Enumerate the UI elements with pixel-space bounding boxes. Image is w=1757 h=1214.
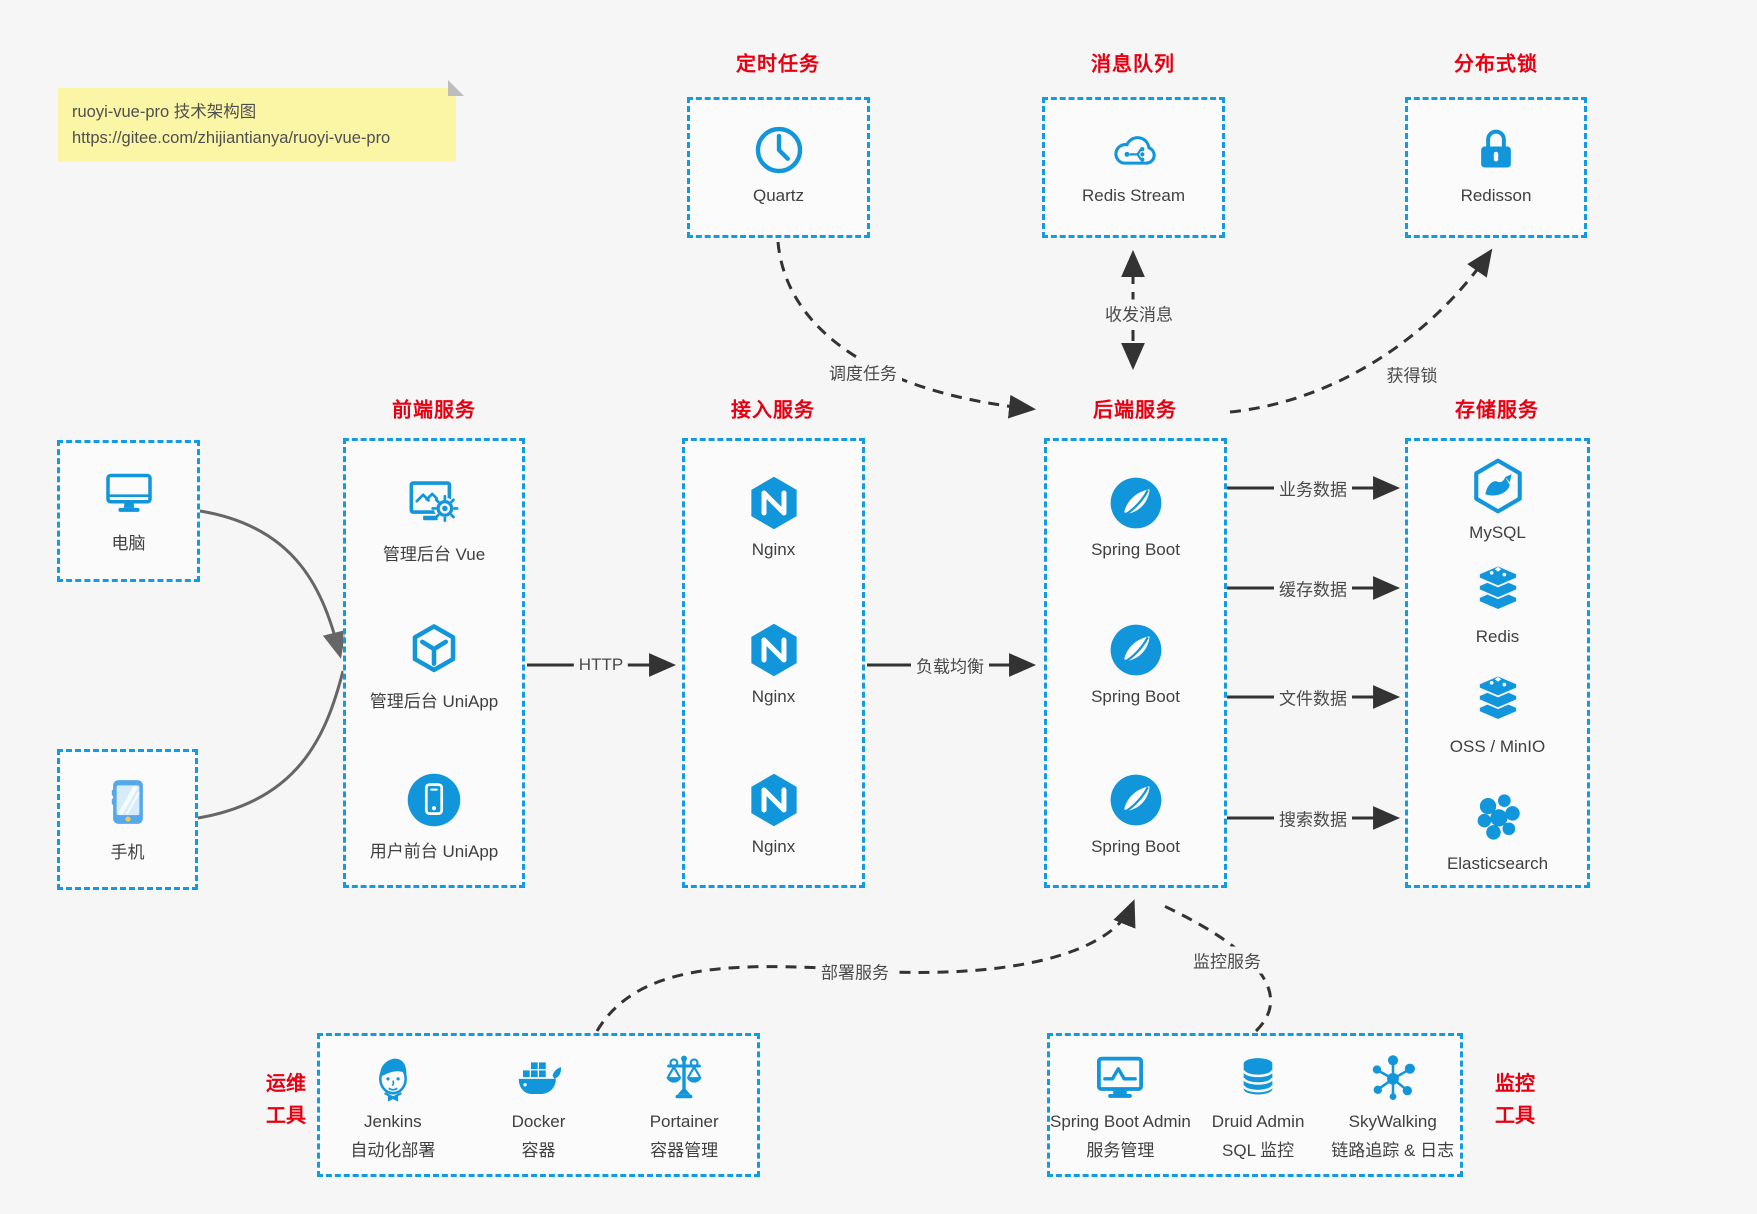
business-data-label: 业务数据 xyxy=(1274,474,1352,502)
springboot-label: Spring Boot xyxy=(1091,837,1180,856)
sticky-note: ruoyi-vue-pro 技术架构图 https://gitee.com/zh… xyxy=(58,80,464,162)
storage-service-box: MySQL Redis xyxy=(1405,438,1590,888)
admin-vue-icon xyxy=(409,481,459,523)
nginx-icon xyxy=(750,623,797,677)
title-message-queue: 消息队列 xyxy=(1091,53,1175,76)
phone-label: 手机 xyxy=(110,843,145,862)
phone-to-frontend-curve xyxy=(197,670,345,820)
docker-item: Docker 容器 xyxy=(466,1036,612,1174)
file-data-label: 文件数据 xyxy=(1274,683,1352,711)
title-distributed-lock: 分布式锁 xyxy=(1454,53,1538,76)
acquire-lock-label: 获得锁 xyxy=(1381,360,1443,388)
springboot-label: Spring Boot xyxy=(1091,687,1180,706)
redis-label: Redis xyxy=(1475,627,1520,646)
redis-stack-icon xyxy=(1477,564,1518,611)
monitor-service-label: 监控服务 xyxy=(1188,946,1266,974)
spring-boot-admin-name: Spring Boot Admin xyxy=(1050,1112,1191,1131)
cloud-mq-icon xyxy=(1113,136,1156,165)
skywalking-icon xyxy=(1372,1055,1415,1100)
quartz-label: Quartz xyxy=(752,186,805,205)
search-data-label: 搜索数据 xyxy=(1274,804,1352,832)
docker-icon xyxy=(518,1062,561,1095)
nginx-label: Nginx xyxy=(751,687,796,706)
skywalking-item: SkyWalking 链路追踪 & 日志 xyxy=(1325,1036,1460,1174)
user-uniapp-label: 用户前台 UniApp xyxy=(369,842,499,861)
redis-stream-box: Redis Stream xyxy=(1042,97,1225,238)
nginx-label: Nginx xyxy=(751,540,796,559)
pc-label: 电脑 xyxy=(111,534,146,553)
druid-admin-icon xyxy=(1242,1058,1274,1095)
elasticsearch-icon xyxy=(1477,794,1520,840)
springboot-label: Spring Boot xyxy=(1091,540,1180,559)
backend-service-box: Spring Boot Spring Boot Spring Boot xyxy=(1044,438,1227,888)
skywalking-desc: 链路追踪 & 日志 xyxy=(1331,1141,1455,1160)
oss-minio-icon xyxy=(1477,674,1518,721)
monitor-tools-box: Spring Boot Admin 服务管理 Druid Admin SQL 监… xyxy=(1047,1033,1463,1177)
phone-client-box: 手机 xyxy=(57,749,198,890)
note-url: https://gitee.com/zhijiantianya/ruoyi-vu… xyxy=(72,129,391,147)
lock-icon xyxy=(1481,129,1511,168)
redisson-label: Redisson xyxy=(1460,186,1532,205)
springboot-icon xyxy=(1110,774,1161,826)
title-storage-service: 存储服务 xyxy=(1455,399,1539,422)
acquire-lock-curve xyxy=(1229,248,1493,414)
docker-name: Docker xyxy=(511,1112,566,1131)
pc-to-frontend-curve xyxy=(199,509,346,659)
jenkins-icon xyxy=(378,1058,407,1102)
skywalking-name: SkyWalking xyxy=(1348,1112,1437,1131)
quartz-box: Quartz xyxy=(687,97,870,238)
admin-uniapp-label: 管理后台 UniApp xyxy=(369,692,499,711)
note-title: ruoyi-vue-pro 技术架构图 xyxy=(72,103,257,121)
springboot-icon xyxy=(1110,624,1161,676)
ops-tools-box: Jenkins 自动化部署 Docker 容器 xyxy=(317,1033,760,1177)
jenkins-item: Jenkins 自动化部署 xyxy=(320,1036,466,1174)
pc-client-box: 电脑 xyxy=(57,440,200,582)
note-fold-corner xyxy=(448,80,464,96)
nginx-label: Nginx xyxy=(751,837,796,856)
access-service-box: Nginx Nginx Nginx xyxy=(682,438,865,888)
redisson-box: Redisson xyxy=(1405,97,1587,238)
load-balance-label: 负载均衡 xyxy=(911,651,989,679)
springboot-icon xyxy=(1110,477,1161,529)
uniapp-cube-icon xyxy=(412,624,456,673)
druid-admin-item: Druid Admin SQL 监控 xyxy=(1191,1036,1326,1174)
title-monitor-tools: 监控 工具 xyxy=(1495,1073,1535,1127)
user-uniapp-icon xyxy=(407,773,461,827)
mysql-icon xyxy=(1473,458,1522,514)
portainer-desc: 容器管理 xyxy=(650,1141,719,1160)
elasticsearch-label: Elasticsearch xyxy=(1446,854,1549,873)
phone-icon xyxy=(111,780,143,824)
title-frontend-service: 前端服务 xyxy=(392,399,476,422)
title-backend-service: 后端服务 xyxy=(1093,399,1177,422)
desktop-icon xyxy=(105,473,152,512)
title-access-service: 接入服务 xyxy=(731,399,815,422)
portainer-item: Portainer 容器管理 xyxy=(611,1036,757,1174)
http-label: HTTP xyxy=(573,654,629,676)
title-scheduled-task: 定时任务 xyxy=(736,53,820,76)
nginx-icon xyxy=(750,476,797,530)
jenkins-desc: 自动化部署 xyxy=(350,1141,436,1160)
portainer-name: Portainer xyxy=(649,1112,719,1131)
cache-data-label: 缓存数据 xyxy=(1274,574,1352,602)
druid-admin-desc: SQL 监控 xyxy=(1222,1141,1295,1160)
spring-boot-admin-desc: 服务管理 xyxy=(1086,1141,1155,1160)
mysql-label: MySQL xyxy=(1469,523,1526,542)
schedule-task-curve xyxy=(776,241,1037,419)
jenkins-name: Jenkins xyxy=(364,1112,422,1131)
send-receive-message-label: 收发消息 xyxy=(1100,299,1178,327)
oss-minio-label: OSS / MinIO xyxy=(1449,737,1546,756)
clock-icon xyxy=(755,126,802,174)
redis-stream-label: Redis Stream xyxy=(1082,186,1185,205)
schedule-task-label: 调度任务 xyxy=(824,358,902,386)
spring-boot-admin-item: Spring Boot Admin 服务管理 xyxy=(1050,1036,1191,1174)
docker-desc: 容器 xyxy=(521,1141,556,1160)
portainer-icon xyxy=(666,1055,702,1099)
nginx-icon xyxy=(750,773,797,827)
spring-boot-admin-icon xyxy=(1097,1056,1144,1098)
admin-vue-label: 管理后台 Vue xyxy=(382,545,486,564)
druid-admin-name: Druid Admin xyxy=(1211,1112,1305,1131)
title-ops-tools: 运维 工具 xyxy=(266,1073,306,1127)
frontend-service-box: 管理后台 Vue 管理后台 UniApp 用户前台 UniApp xyxy=(343,438,525,888)
deploy-service-label: 部署服务 xyxy=(816,957,894,985)
